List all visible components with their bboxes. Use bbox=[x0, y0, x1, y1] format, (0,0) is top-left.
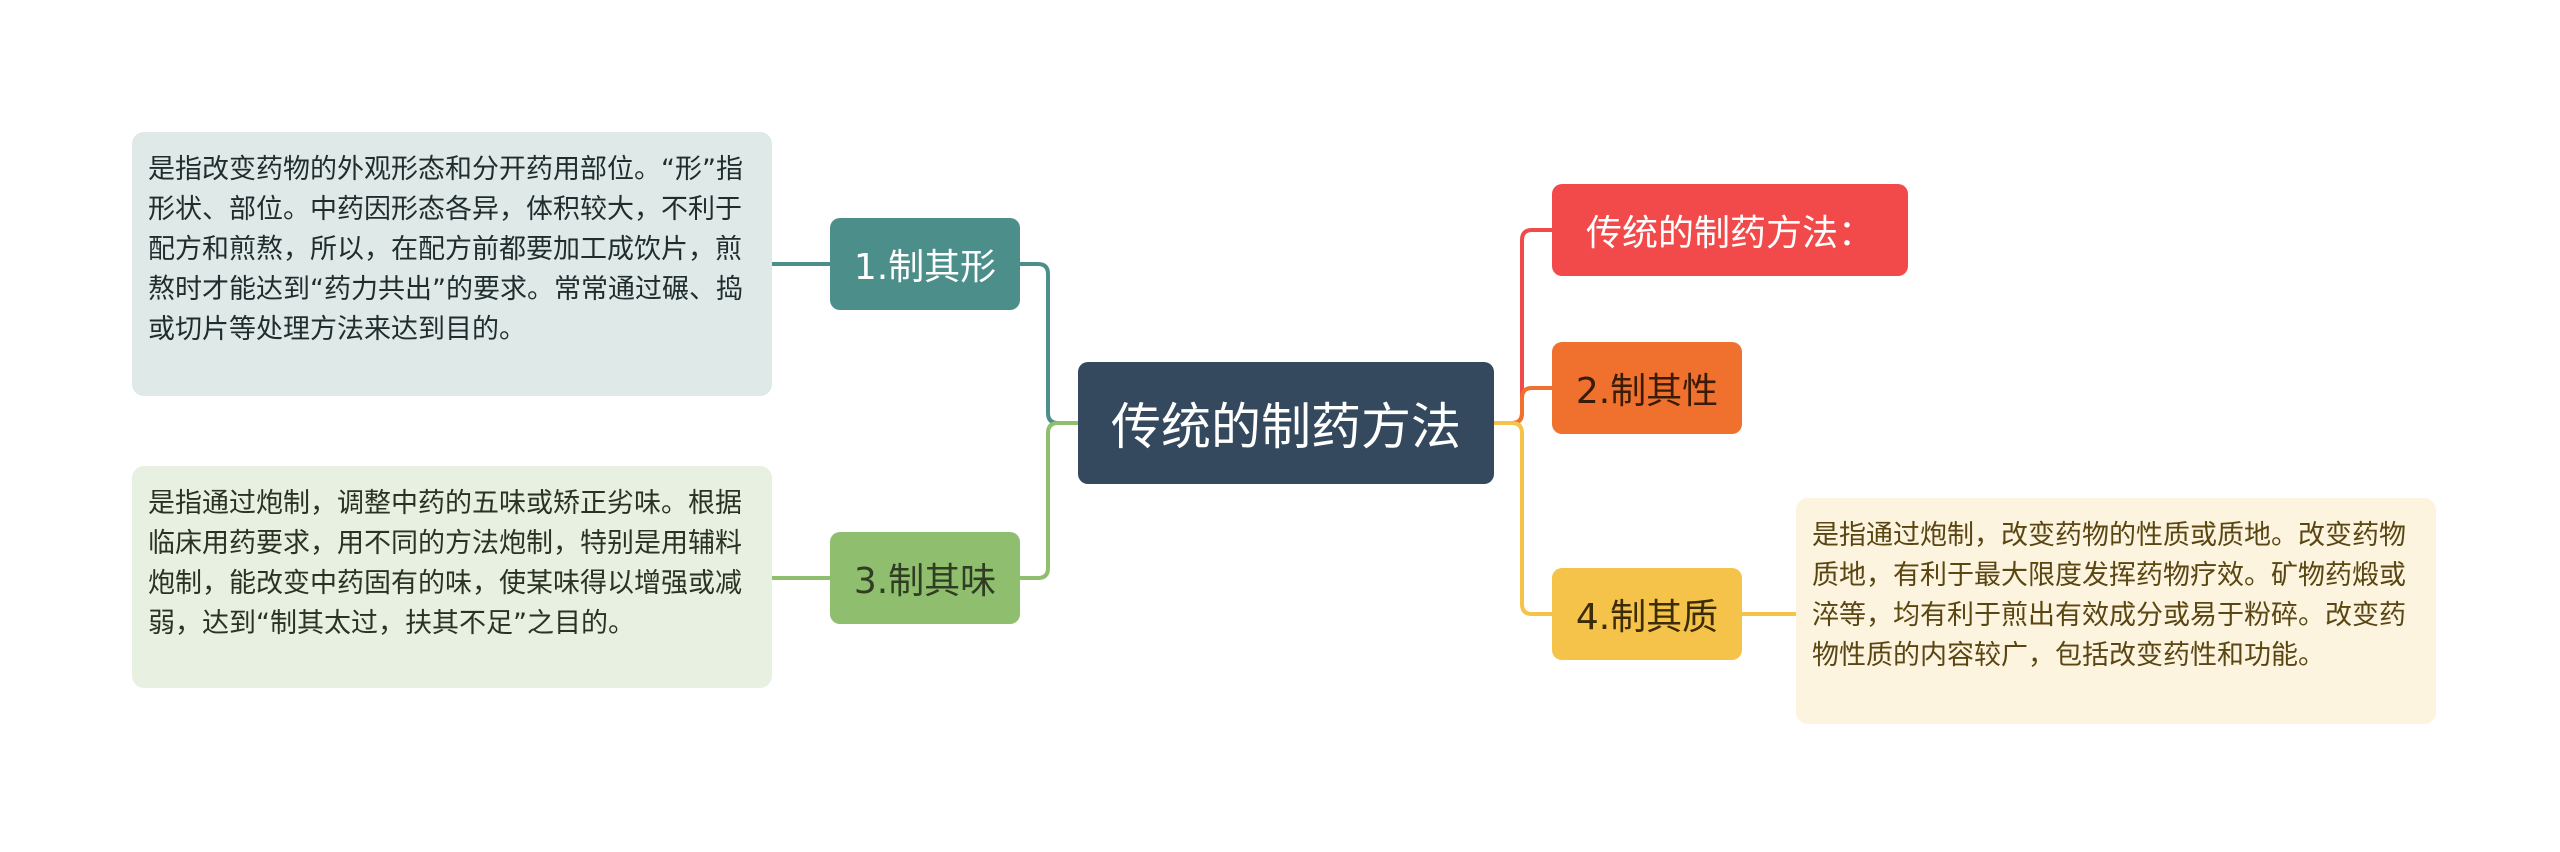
connector-root-to-xing bbox=[1020, 262, 1078, 425]
connector-root-to-wei bbox=[1020, 421, 1078, 580]
connector-root-to-zhi bbox=[1494, 421, 1552, 616]
root-topic-label: 传统的制药方法 bbox=[1111, 398, 1461, 456]
branch-title[interactable]: 传统的制药方法： bbox=[1552, 184, 1908, 276]
branch-label: 2.制其性 bbox=[1575, 371, 1719, 412]
detail-zhi-qi-zhi[interactable]: 是指通过炮制，改变药物的性质或质地。改变药物质地，有利于最大限度发挥药物疗效。矿… bbox=[1796, 498, 2436, 724]
branch-label: 4.制其质 bbox=[1575, 597, 1719, 638]
detail-zhi-qi-wei[interactable]: 是指通过炮制，调整中药的五味或矫正劣味。根据临床用药要求，用不同的方法炮制，特别… bbox=[132, 466, 772, 688]
detail-zhi-qi-xing[interactable]: 是指改变药物的外观形态和分开药用部位。“形”指形状、部位。中药因形态各异，体积较… bbox=[132, 132, 772, 396]
detail-text: 是指改变药物的外观形态和分开药用部位。“形”指形状、部位。中药因形态各异，体积较… bbox=[148, 154, 743, 345]
branch-label: 3.制其味 bbox=[853, 561, 997, 602]
branch-zhi-qi-xing[interactable]: 1.制其形 bbox=[830, 218, 1020, 310]
branch-zhi-qi-wei[interactable]: 3.制其味 bbox=[830, 532, 1020, 624]
detail-text: 是指通过炮制，改变药物的性质或质地。改变药物质地，有利于最大限度发挥药物疗效。矿… bbox=[1812, 520, 2406, 671]
branch-label: 传统的制药方法： bbox=[1585, 213, 1874, 254]
detail-text: 是指通过炮制，调整中药的五味或矫正劣味。根据临床用药要求，用不同的方法炮制，特别… bbox=[148, 488, 742, 639]
branch-zhi-qi-xing2[interactable]: 2.制其性 bbox=[1552, 342, 1742, 434]
branch-zhi-qi-zhi[interactable]: 4.制其质 bbox=[1552, 568, 1742, 660]
root-topic[interactable]: 传统的制药方法 bbox=[1078, 362, 1494, 484]
branch-label: 1.制其形 bbox=[853, 247, 997, 288]
connector-root-to-xing2 bbox=[1494, 386, 1552, 425]
